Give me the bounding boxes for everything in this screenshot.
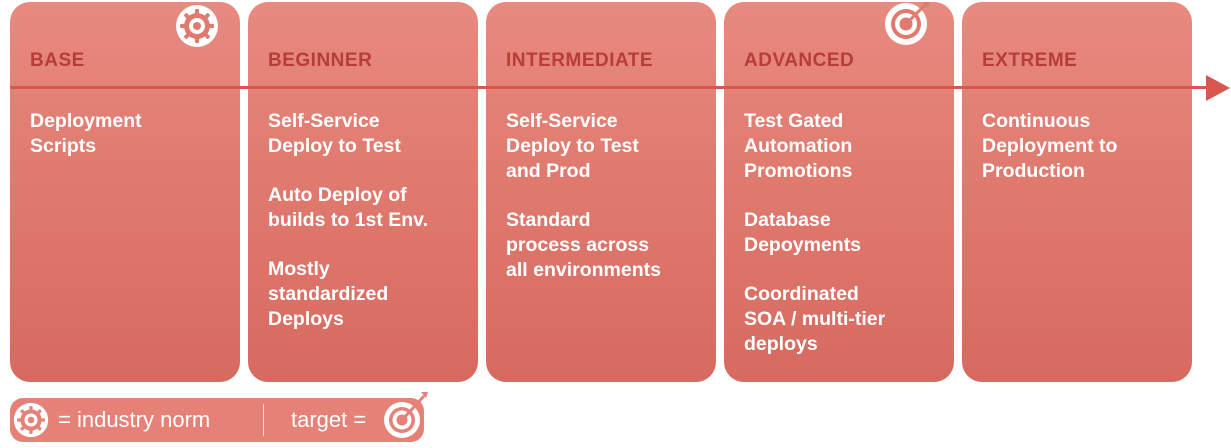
target-icon: [885, 2, 930, 45]
stage-items: Self-Service Deploy to Test and Prod Sta…: [506, 109, 708, 307]
stage-item: Database Depoyments: [744, 209, 862, 256]
stage-card-advanced: ADVANCED Test Gated Automation Promotion…: [724, 2, 954, 382]
stage-item: Auto Deploy of builds to 1st Env.: [268, 184, 428, 231]
stage-items: Deployment Scripts: [30, 109, 232, 183]
stage-level: ADVANCED: [744, 50, 855, 71]
stage-item: Continuous Deployment to Production: [982, 110, 1118, 182]
timeline-arrowhead: [1206, 75, 1230, 101]
legend-norm-label: = industry norm: [58, 407, 211, 432]
gear-icon: [176, 5, 218, 47]
gear-icon: [13, 402, 49, 438]
legend: = industry norm target =: [10, 392, 428, 442]
stage-item: Standard process across all environments: [506, 209, 661, 281]
maturity-diagram: BASE Deployment Scripts BEGINNER Self-Se…: [10, 2, 1192, 382]
stage-item: Self-Service Deploy to Test and Prod: [506, 110, 639, 182]
timeline-line: [10, 86, 1210, 89]
stage-level: EXTREME: [982, 50, 1078, 71]
stage-item: Coordinated SOA / multi-tier deploys: [744, 283, 886, 355]
legend-divider: [263, 404, 264, 436]
stage-item: Mostly standardized Deploys: [268, 258, 389, 330]
stage-level: BASE: [30, 50, 85, 71]
stage-level: INTERMEDIATE: [506, 50, 654, 71]
stage-items: Test Gated Automation Promotions Databas…: [744, 109, 946, 381]
target-icon: [384, 392, 428, 438]
stage-item: Deployment Scripts: [30, 110, 142, 157]
stage-level: BEGINNER: [268, 50, 373, 71]
stage-card-extreme: EXTREME Continuous Deployment to Product…: [962, 2, 1192, 382]
stage-card-intermediate: INTERMEDIATE Self-Service Deploy to Test…: [486, 2, 716, 382]
stage-items: Continuous Deployment to Production: [982, 109, 1184, 208]
stage-card-beginner: BEGINNER Self-Service Deploy to Test Aut…: [248, 2, 478, 382]
stage-item: Test Gated Automation Promotions: [744, 110, 853, 182]
legend-target-label: target =: [291, 407, 367, 432]
stage-items: Self-Service Deploy to Test Auto Deploy …: [268, 109, 470, 356]
stage-card-base: BASE Deployment Scripts: [10, 2, 240, 382]
stage-item: Self-Service Deploy to Test: [268, 110, 401, 157]
